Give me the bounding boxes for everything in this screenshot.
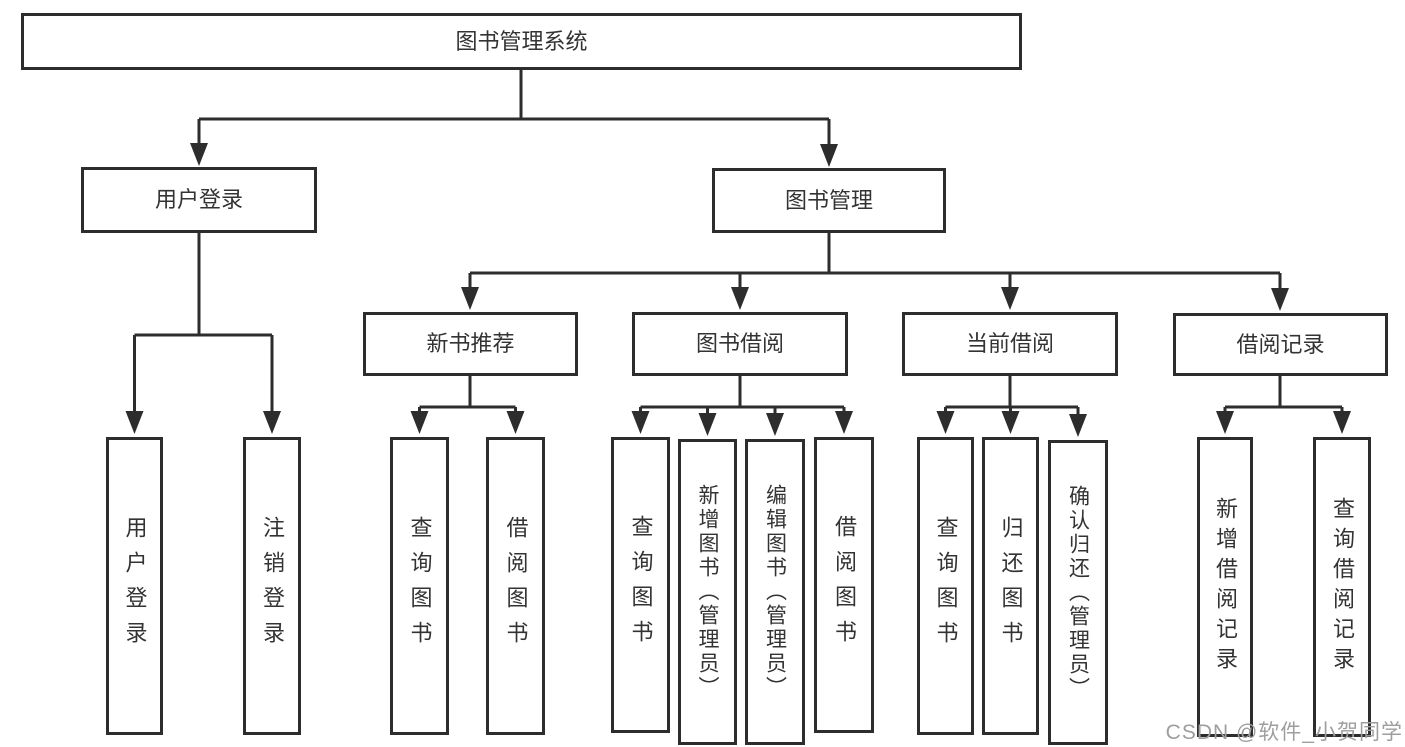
csdn-watermark: CSDN @软件_小贺同学 [1165,721,1403,744]
node-user-login: 用户登录 [81,167,317,233]
leaf-query-books: 查询图书 [611,437,670,733]
arrowheads-borrow-records-leaves [1216,411,1351,434]
arrowheads-level3 [461,287,1289,311]
leaf-edit-books-admin: 编辑图书（管理员） [745,439,805,745]
leaf-return-books: 归还图书 [982,437,1039,735]
edge-current-borrow-to-leaves [944,376,1080,416]
leaf-logout: 注销登录 [243,437,301,735]
edge-borrow-records-to-leaves [1223,376,1344,413]
leaf-query-books: 查询图书 [390,437,449,735]
node-borrowing-records: 借阅记录 [1173,313,1388,376]
edge-new-book-rec-to-leaves [418,376,517,413]
leaf-add-books-admin: 新增图书（管理员） [678,439,737,745]
leaf-user-login: 用户登录 [106,437,163,735]
leaf-borrow-books: 借阅图书 [486,437,545,735]
edge-root-to-level2 [197,70,831,146]
node-new-book-recommend: 新书推荐 [363,312,578,376]
arrowheads-user-login-leaves [125,411,281,434]
arrowheads-current-borrow-leaves [936,411,1087,437]
leaf-query-borrow-record: 查询借阅记录 [1313,437,1371,737]
arrowheads-level2 [190,143,838,167]
leaf-add-borrow-record: 新增借阅记录 [1197,437,1253,737]
leaf-query-books: 查询图书 [917,437,974,735]
arrowheads-book-borrow-leaves [631,411,853,436]
arrowheads-new-book-rec-leaves [410,411,525,434]
leaf-confirm-return-admin: 确认归还（管理员） [1048,440,1108,745]
leaf-borrow-books: 借阅图书 [814,437,874,733]
edge-book-mgmt-to-level3 [468,233,1282,290]
node-library-management-system: 图书管理系统 [21,13,1022,70]
node-current-borrowing: 当前借阅 [902,312,1118,376]
edge-user-login-to-leaves [133,233,274,413]
node-book-management: 图书管理 [712,168,946,233]
edge-book-borrow-to-leaves [639,376,846,415]
node-book-borrowing: 图书借阅 [632,312,848,376]
